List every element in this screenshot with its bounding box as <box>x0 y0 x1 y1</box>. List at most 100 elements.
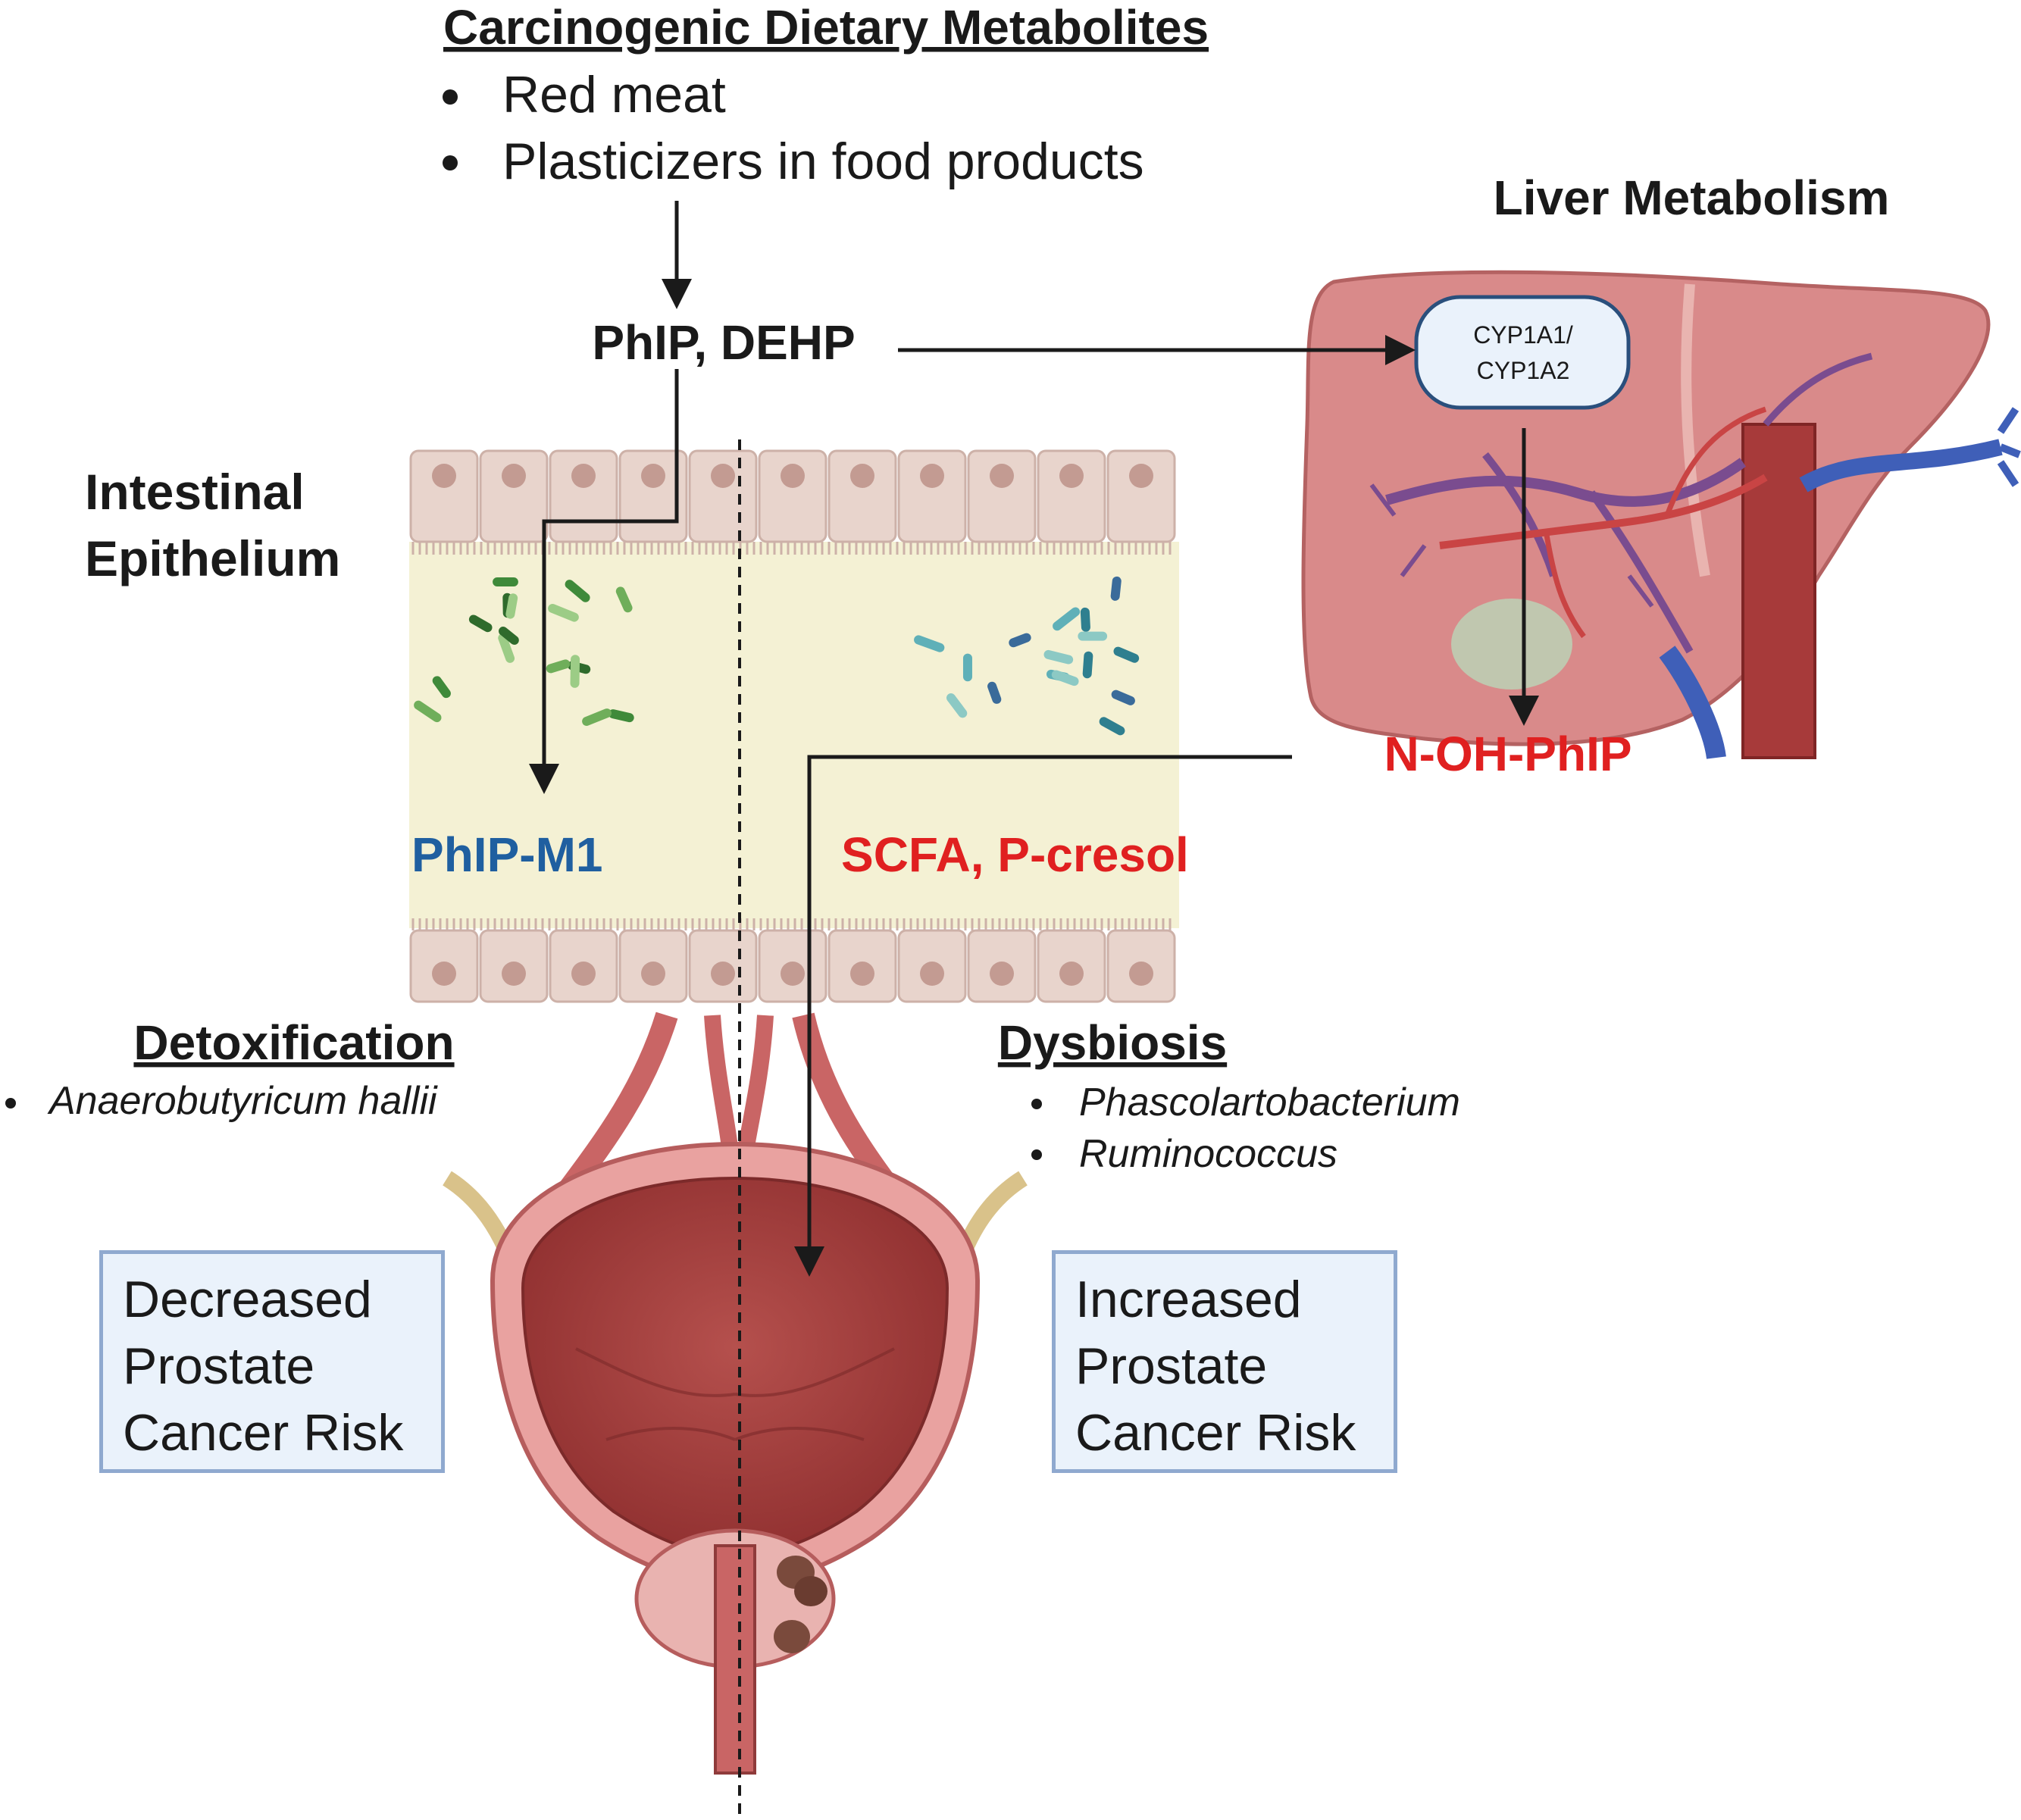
dysbiotic-bacteria-cluster <box>914 576 1140 736</box>
cell-nucleus <box>1129 464 1153 488</box>
bacterium-icon <box>498 633 515 663</box>
cell-nucleus <box>432 464 456 488</box>
decreased-risk-line2: Prostate <box>123 1337 315 1395</box>
cell-nucleus <box>641 464 665 488</box>
bacterium-icon <box>570 655 580 688</box>
bacterium-icon <box>505 593 518 619</box>
bacterium-icon <box>608 709 634 723</box>
bacterium-icon <box>1009 633 1031 648</box>
bacterium-icon <box>1099 717 1125 736</box>
cell-nucleus <box>711 464 735 488</box>
bacterium-icon <box>914 635 945 652</box>
decreased-risk-line3: Cancer Risk <box>123 1404 404 1462</box>
epithelial-cell <box>1037 449 1106 543</box>
bacterium-icon <box>546 659 571 674</box>
bacterium-icon <box>962 653 972 682</box>
scfa-pcresol-label: SCFA, P-cresol <box>841 827 1189 882</box>
bacterium-icon <box>493 577 518 586</box>
decreased-risk-line1: Decreased <box>123 1271 372 1328</box>
bacterium-icon <box>1053 607 1081 631</box>
cell-nucleus <box>711 962 735 986</box>
bullet-icon <box>443 155 458 170</box>
lower-epithelial-cells <box>409 918 1176 1003</box>
upper-epithelial-cells <box>409 449 1176 555</box>
cell-nucleus <box>850 962 874 986</box>
cell-nucleus <box>1129 962 1153 986</box>
liver-metabolism-title: Liver Metabolism <box>1494 170 1890 225</box>
intestinal-epithelium-illustration <box>409 449 1179 1003</box>
bacterium-icon <box>1080 607 1090 632</box>
intestinal-title-line2: Epithelium <box>85 530 340 586</box>
decreased-risk-box: Decreased Prostate Cancer Risk <box>99 1250 445 1473</box>
bacterium-icon <box>1043 649 1074 665</box>
bacterium-icon <box>1113 646 1140 663</box>
epithelial-cell <box>618 449 688 543</box>
n-oh-phip-label: N-OH-PhIP <box>1384 727 1632 781</box>
arrow-nohphip-to-prostate <box>794 755 1292 1277</box>
cell-nucleus <box>781 962 805 986</box>
bacterium-icon <box>1110 576 1122 601</box>
dysbiosis-title: Dysbiosis <box>998 1015 1227 1070</box>
bacterium-icon <box>414 700 442 723</box>
bullet-icon <box>1031 1149 1042 1160</box>
cell-nucleus <box>990 464 1014 488</box>
cell-nucleus <box>1059 962 1084 986</box>
dysbiosis-species-phascolartobacterium: Phascolartobacterium <box>1079 1080 1460 1124</box>
epithelial-cell <box>409 449 479 543</box>
liver-illustration <box>1301 270 2021 760</box>
cell-nucleus <box>571 962 596 986</box>
commensal-bacteria-cluster <box>414 577 634 726</box>
cyp-enzyme-line2: CYP1A2 <box>1477 357 1570 384</box>
phip-m1-label: PhIP-M1 <box>411 827 602 882</box>
detoxification-title: Detoxification <box>133 1015 454 1070</box>
dysbiosis-species-ruminococcus: Ruminococcus <box>1079 1132 1337 1176</box>
bullet-icon <box>1031 1099 1042 1109</box>
bladder-prostate-illustration <box>443 1012 1028 1775</box>
bullet-icon <box>443 89 458 105</box>
bacterium-icon <box>499 626 519 645</box>
dietary-item-red-meat: Red meat <box>502 66 726 124</box>
bacterium-icon <box>565 580 590 602</box>
cell-nucleus <box>432 962 456 986</box>
cell-nucleus <box>641 962 665 986</box>
bacterium-icon <box>432 676 451 699</box>
pathway-arrows <box>529 201 1539 1277</box>
bacterium-icon <box>1082 651 1093 679</box>
arrow-compounds-to-phipm1 <box>529 369 679 794</box>
epithelial-cell <box>479 449 549 543</box>
epithelial-cell <box>758 449 827 543</box>
bacterium-icon <box>1051 670 1079 686</box>
cell-nucleus <box>850 464 874 488</box>
cell-nucleus <box>502 464 526 488</box>
bacterium-icon <box>468 614 493 633</box>
dietary-metabolites-title: Carcinogenic Dietary Metabolites <box>443 0 1209 55</box>
cell-nucleus <box>1059 464 1084 488</box>
bacterium-icon <box>548 603 579 622</box>
cyp-enzyme-line1: CYP1A1/ <box>1473 321 1573 349</box>
cyp-enzyme-bubble: CYP1A1/ CYP1A2 <box>1414 295 1631 410</box>
bacterium-icon <box>987 681 1002 704</box>
cell-nucleus <box>920 962 944 986</box>
bullet-icon <box>5 1098 16 1109</box>
bacterium-icon <box>946 693 968 718</box>
cell-nucleus <box>571 464 596 488</box>
bacterium-icon <box>1078 631 1108 641</box>
bacterium-icon <box>582 708 612 726</box>
cell-nucleus <box>502 962 526 986</box>
intestinal-title-line1: Intestinal <box>85 464 305 520</box>
bacterium-icon <box>615 586 633 613</box>
cell-nucleus <box>990 962 1014 986</box>
compounds-label: PhIP, DEHP <box>592 315 855 370</box>
increased-risk-box: Increased Prostate Cancer Risk <box>1052 1250 1397 1473</box>
epithelial-cell <box>1106 449 1176 543</box>
dietary-item-plasticizers: Plasticizers in food products <box>502 133 1144 190</box>
detox-species-anaerobutyricum: Anaerobutyricum hallii <box>47 1079 438 1123</box>
bacterium-icon <box>1111 690 1135 705</box>
increased-risk-line3: Cancer Risk <box>1075 1404 1356 1462</box>
cell-nucleus <box>920 464 944 488</box>
increased-risk-line2: Prostate <box>1075 1337 1268 1395</box>
cell-nucleus <box>781 464 805 488</box>
increased-risk-line1: Increased <box>1075 1271 1302 1328</box>
epithelial-cell <box>967 449 1037 543</box>
